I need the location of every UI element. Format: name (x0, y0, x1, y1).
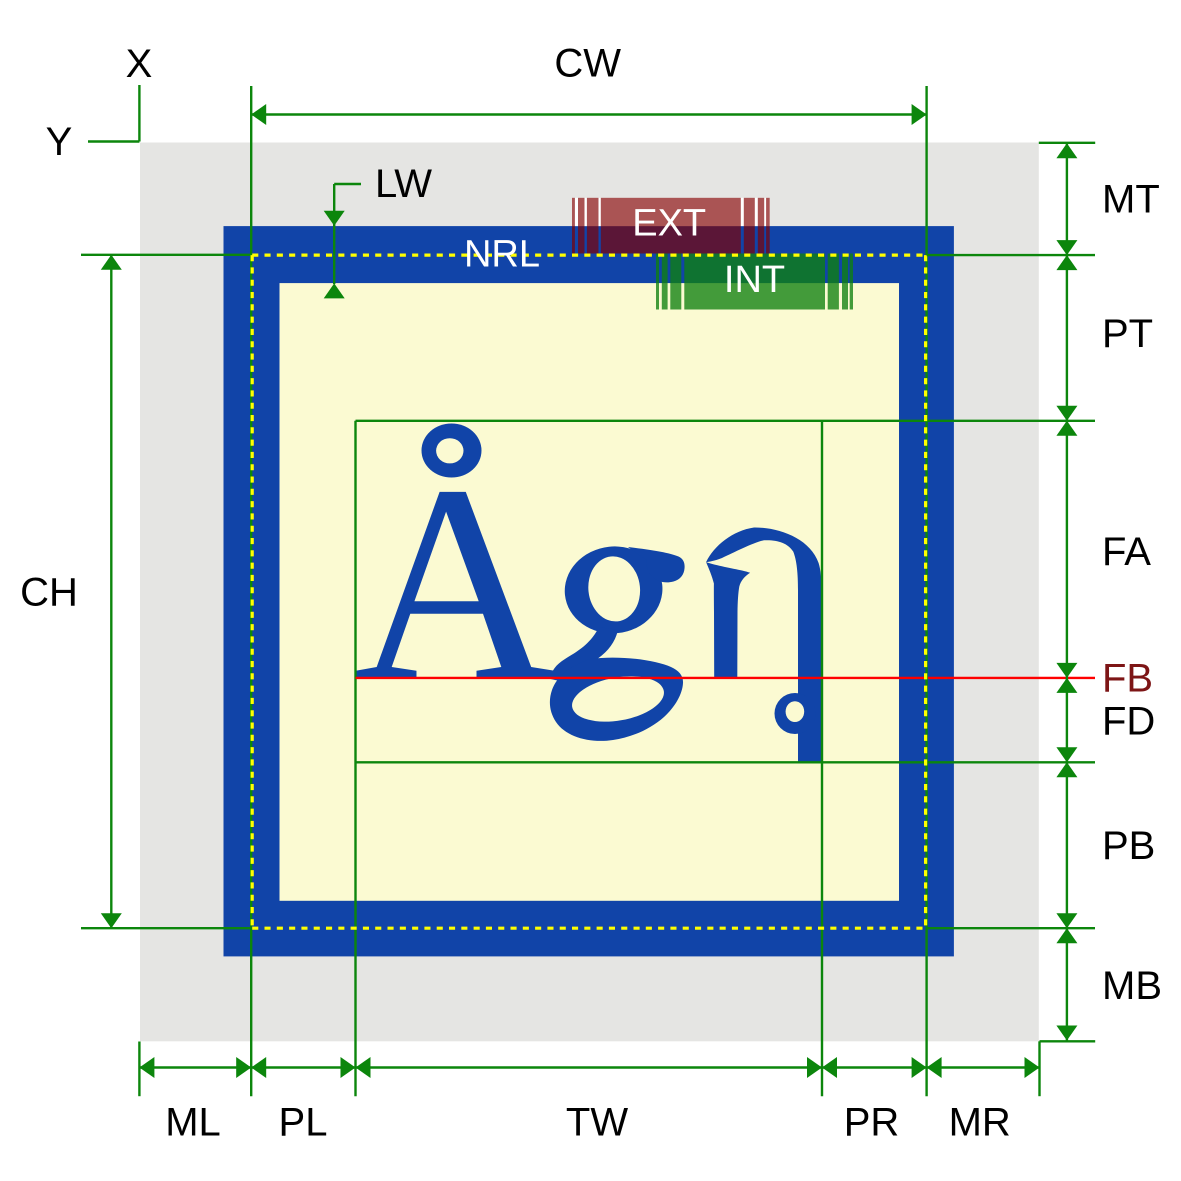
svg-text:MT: MT (1102, 178, 1160, 222)
svg-text:MR: MR (949, 1101, 1011, 1145)
svg-text:INT: INT (724, 259, 785, 301)
svg-text:LW: LW (375, 162, 432, 206)
svg-text:PR: PR (844, 1101, 900, 1145)
svg-text:CH: CH (20, 571, 78, 615)
svg-text:ML: ML (165, 1101, 221, 1145)
svg-text:A: A (353, 427, 557, 739)
svg-text:NRL: NRL (464, 234, 540, 276)
svg-text:PT: PT (1102, 312, 1153, 356)
svg-text:PL: PL (279, 1101, 328, 1145)
svg-text:TW: TW (566, 1101, 628, 1145)
svg-text:Y: Y (46, 120, 73, 164)
svg-text:MB: MB (1102, 964, 1162, 1008)
svg-text:PB: PB (1102, 824, 1155, 868)
svg-text:EXT: EXT (632, 203, 706, 245)
svg-text:FA: FA (1102, 530, 1151, 574)
svg-text:FD: FD (1102, 700, 1155, 744)
svg-text:FB: FB (1102, 657, 1153, 701)
svg-text:CW: CW (554, 42, 621, 86)
svg-text:X: X (126, 42, 153, 86)
